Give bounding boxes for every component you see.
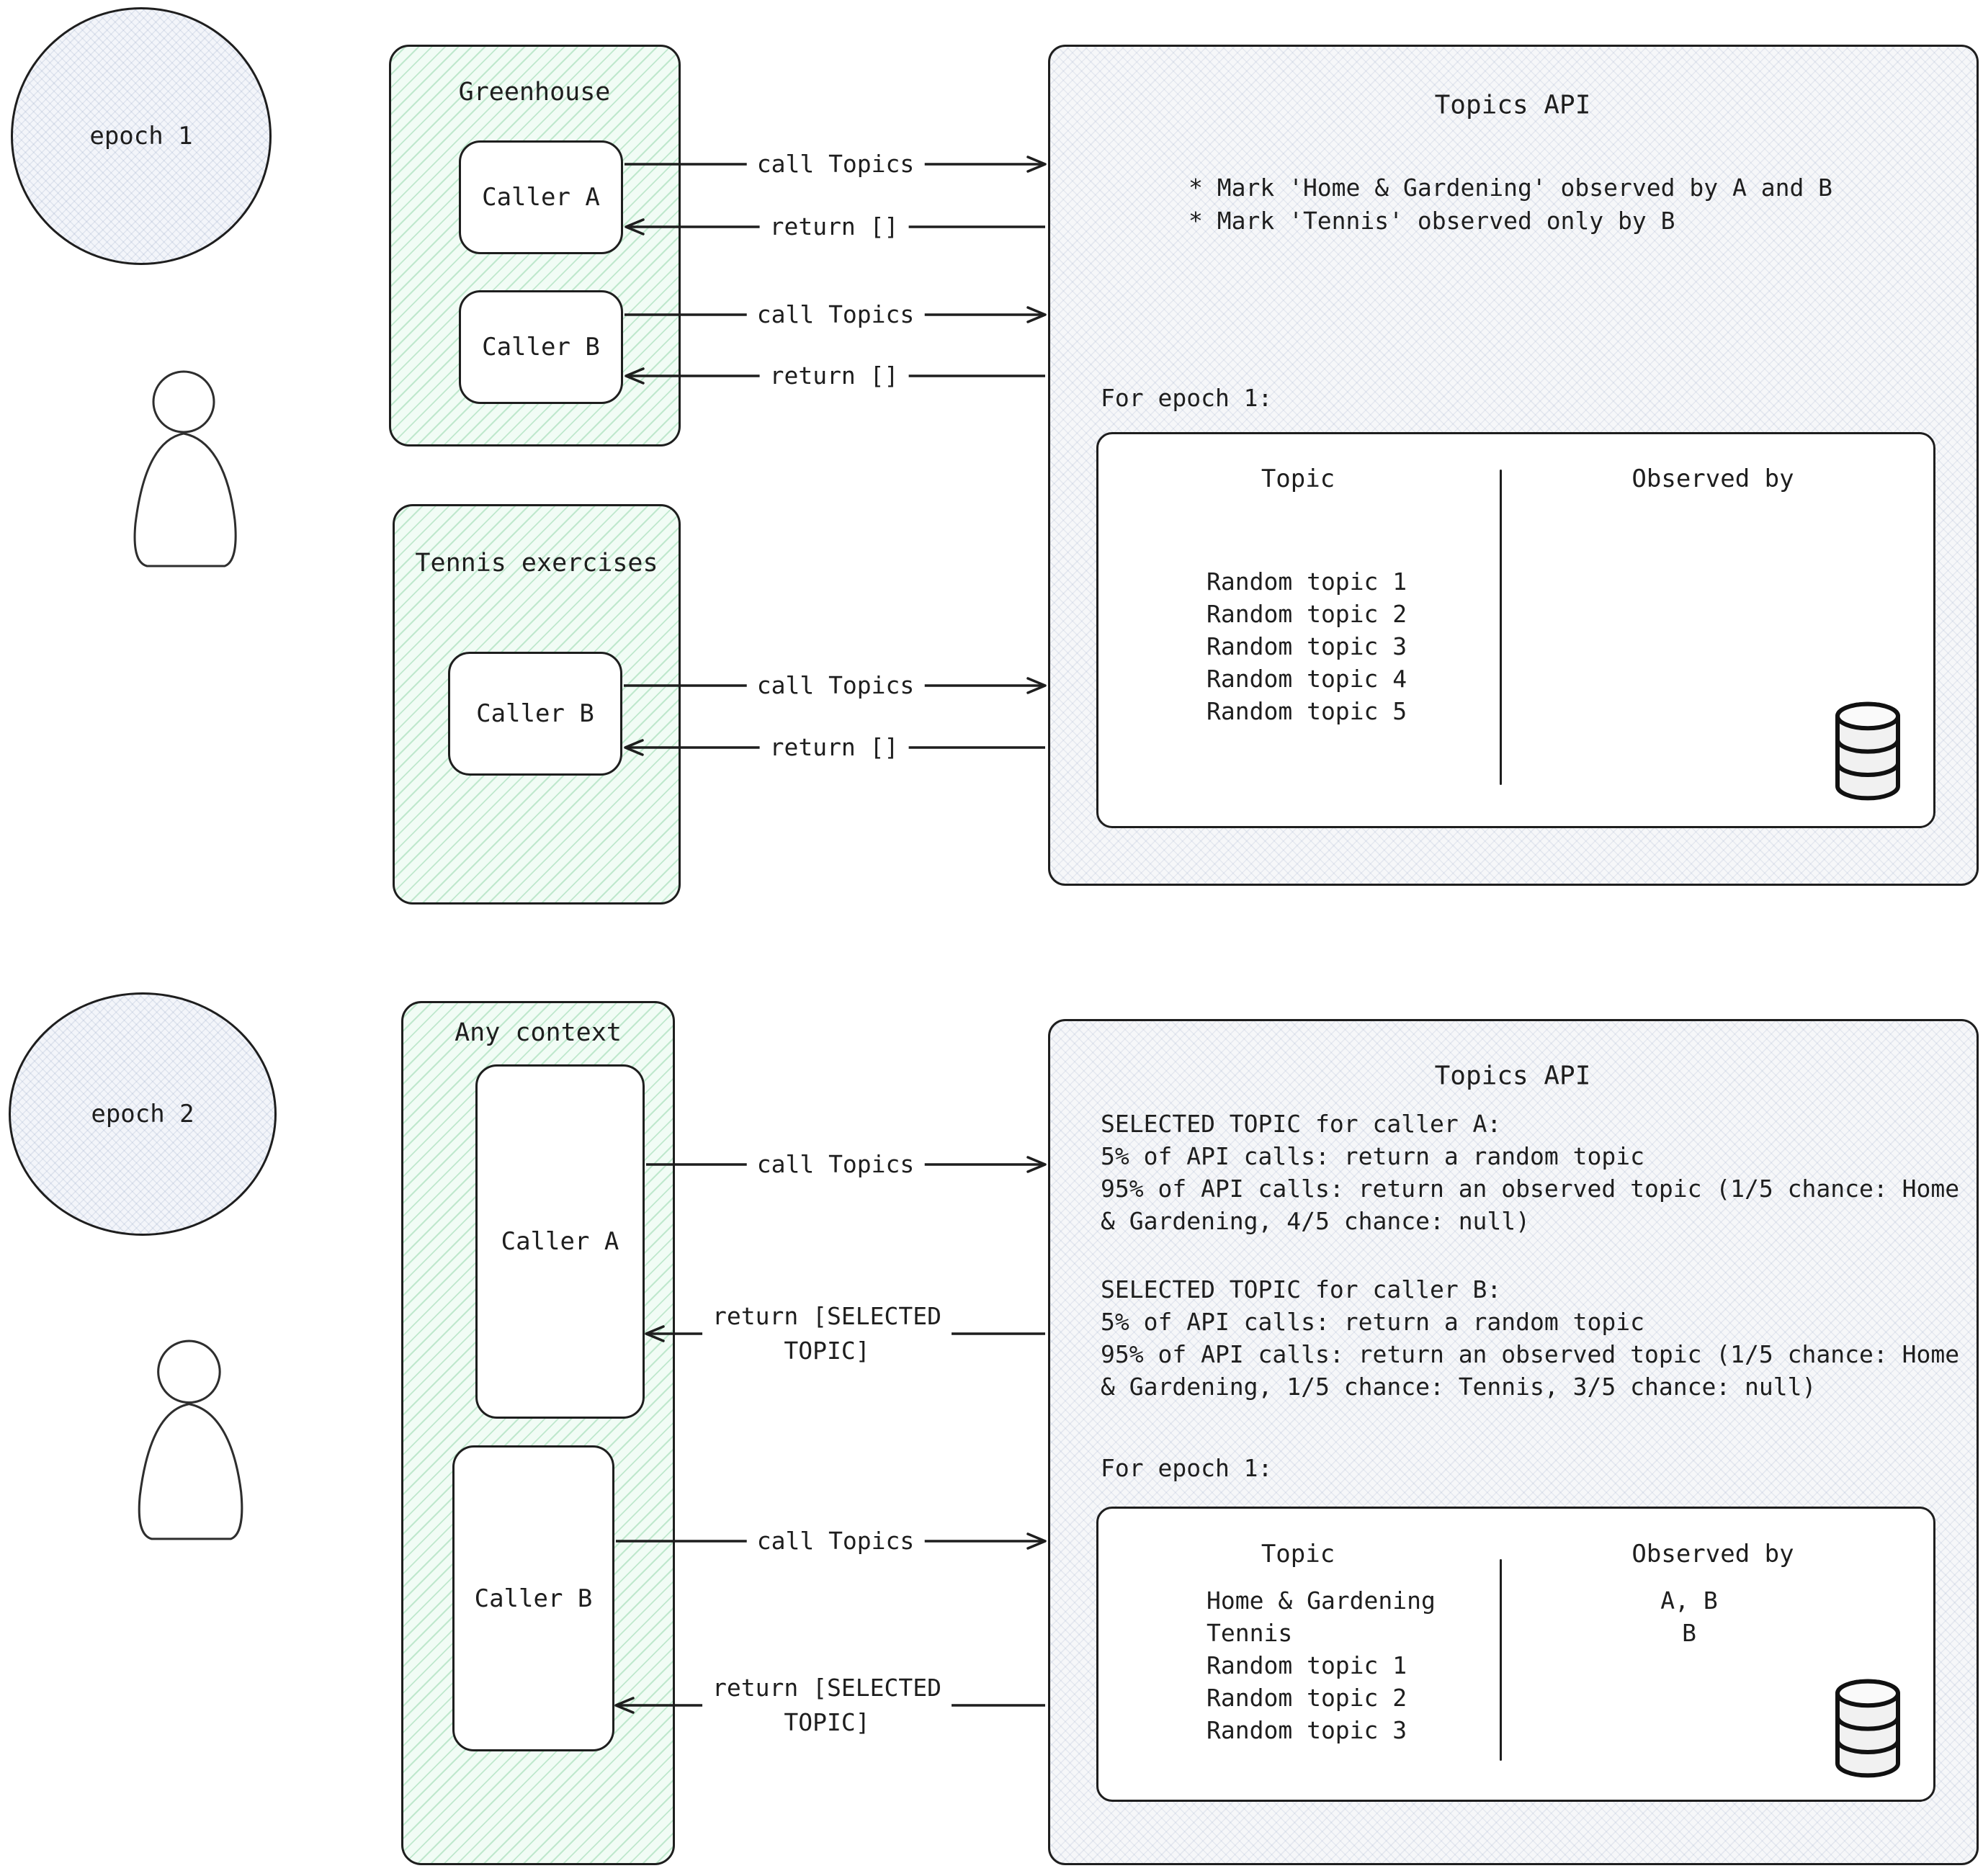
observed-by-cell: A, B (1660, 1586, 1718, 1615)
epoch1-bubble: epoch 1 (11, 7, 272, 265)
database-icon (1825, 697, 1911, 805)
epoch2-col-observed: Observed by (1631, 1540, 1794, 1568)
tennis-title: Tennis exercises (415, 549, 658, 578)
table-row: Random topic 3 (1207, 632, 1407, 660)
caller-b-box: Caller B (459, 290, 623, 404)
call-topics-label: call Topics (746, 667, 925, 704)
epoch2-label: epoch 2 (91, 1100, 194, 1128)
table-row: Random topic 4 (1207, 665, 1407, 693)
epoch1-label: epoch 1 (89, 122, 193, 151)
epoch2-col-topic: Topic (1261, 1540, 1335, 1568)
api-note-1: * Mark 'Home & Gardening' observed by A … (1189, 174, 1833, 202)
person-icon (115, 369, 259, 570)
epoch2-bubble: epoch 2 (9, 992, 277, 1236)
for-epoch-label-1: For epoch 1: (1101, 384, 1273, 412)
table-row: Random topic 1 (1207, 1651, 1407, 1679)
return-selected-topic-label: return [SELECTED TOPIC] (702, 1298, 952, 1370)
table-row: Random topic 2 (1207, 1684, 1407, 1712)
caller-a-label: Caller A (501, 1227, 619, 1256)
caller-a-box: Caller A (459, 140, 623, 254)
return-empty-label: return [] (759, 357, 909, 395)
selected-topic-caller-b-text: SELECTED TOPIC for caller B: 5% of API c… (1101, 1275, 1960, 1401)
observed-by-cell: B (1682, 1619, 1696, 1647)
table-row: Tennis (1207, 1619, 1293, 1647)
epoch1-table-box (1096, 432, 1935, 828)
topics-api-title-1: Topics API (1434, 90, 1591, 120)
selected-topic-caller-a-text: SELECTED TOPIC for caller A: 5% of API c… (1101, 1110, 1960, 1235)
table-row: Random topic 2 (1207, 600, 1407, 628)
call-topics-label: call Topics (746, 145, 925, 183)
greenhouse-title: Greenhouse (458, 78, 611, 107)
table-row: Random topic 1 (1207, 567, 1407, 596)
caller-b-label: Caller B (482, 333, 600, 362)
caller-b-label: Caller B (474, 1584, 593, 1613)
call-topics-label: call Topics (746, 296, 925, 333)
call-topics-label: call Topics (746, 1522, 925, 1560)
epoch1-col-observed: Observed by (1631, 464, 1794, 493)
caller-a-box-epoch2: Caller A (475, 1064, 645, 1419)
caller-b-box-epoch2: Caller B (452, 1445, 614, 1751)
epoch2-table-divider (1500, 1559, 1502, 1761)
epoch1-table-divider (1500, 470, 1502, 785)
call-topics-label: call Topics (746, 1146, 925, 1183)
epoch1-col-topic: Topic (1261, 464, 1335, 493)
caller-a-label: Caller A (482, 183, 600, 212)
any-context-title: Any context (455, 1018, 622, 1047)
return-empty-label: return [] (759, 729, 909, 766)
for-epoch-label-2: For epoch 1: (1101, 1454, 1273, 1482)
table-row: Random topic 5 (1207, 697, 1407, 725)
api-note-2: * Mark 'Tennis' observed only by B (1189, 207, 1675, 235)
database-icon (1825, 1674, 1911, 1782)
person-icon (119, 1338, 267, 1543)
epoch2-table-box (1096, 1507, 1935, 1802)
topics-api-title-2: Topics API (1434, 1061, 1591, 1091)
return-selected-topic-label: return [SELECTED TOPIC] (702, 1669, 952, 1741)
caller-b-tennis-box: Caller B (448, 652, 622, 776)
return-empty-label: return [] (759, 208, 909, 246)
table-row: Random topic 3 (1207, 1716, 1407, 1744)
table-row: Home & Gardening (1207, 1586, 1436, 1615)
caller-b-tennis-label: Caller B (476, 699, 594, 728)
